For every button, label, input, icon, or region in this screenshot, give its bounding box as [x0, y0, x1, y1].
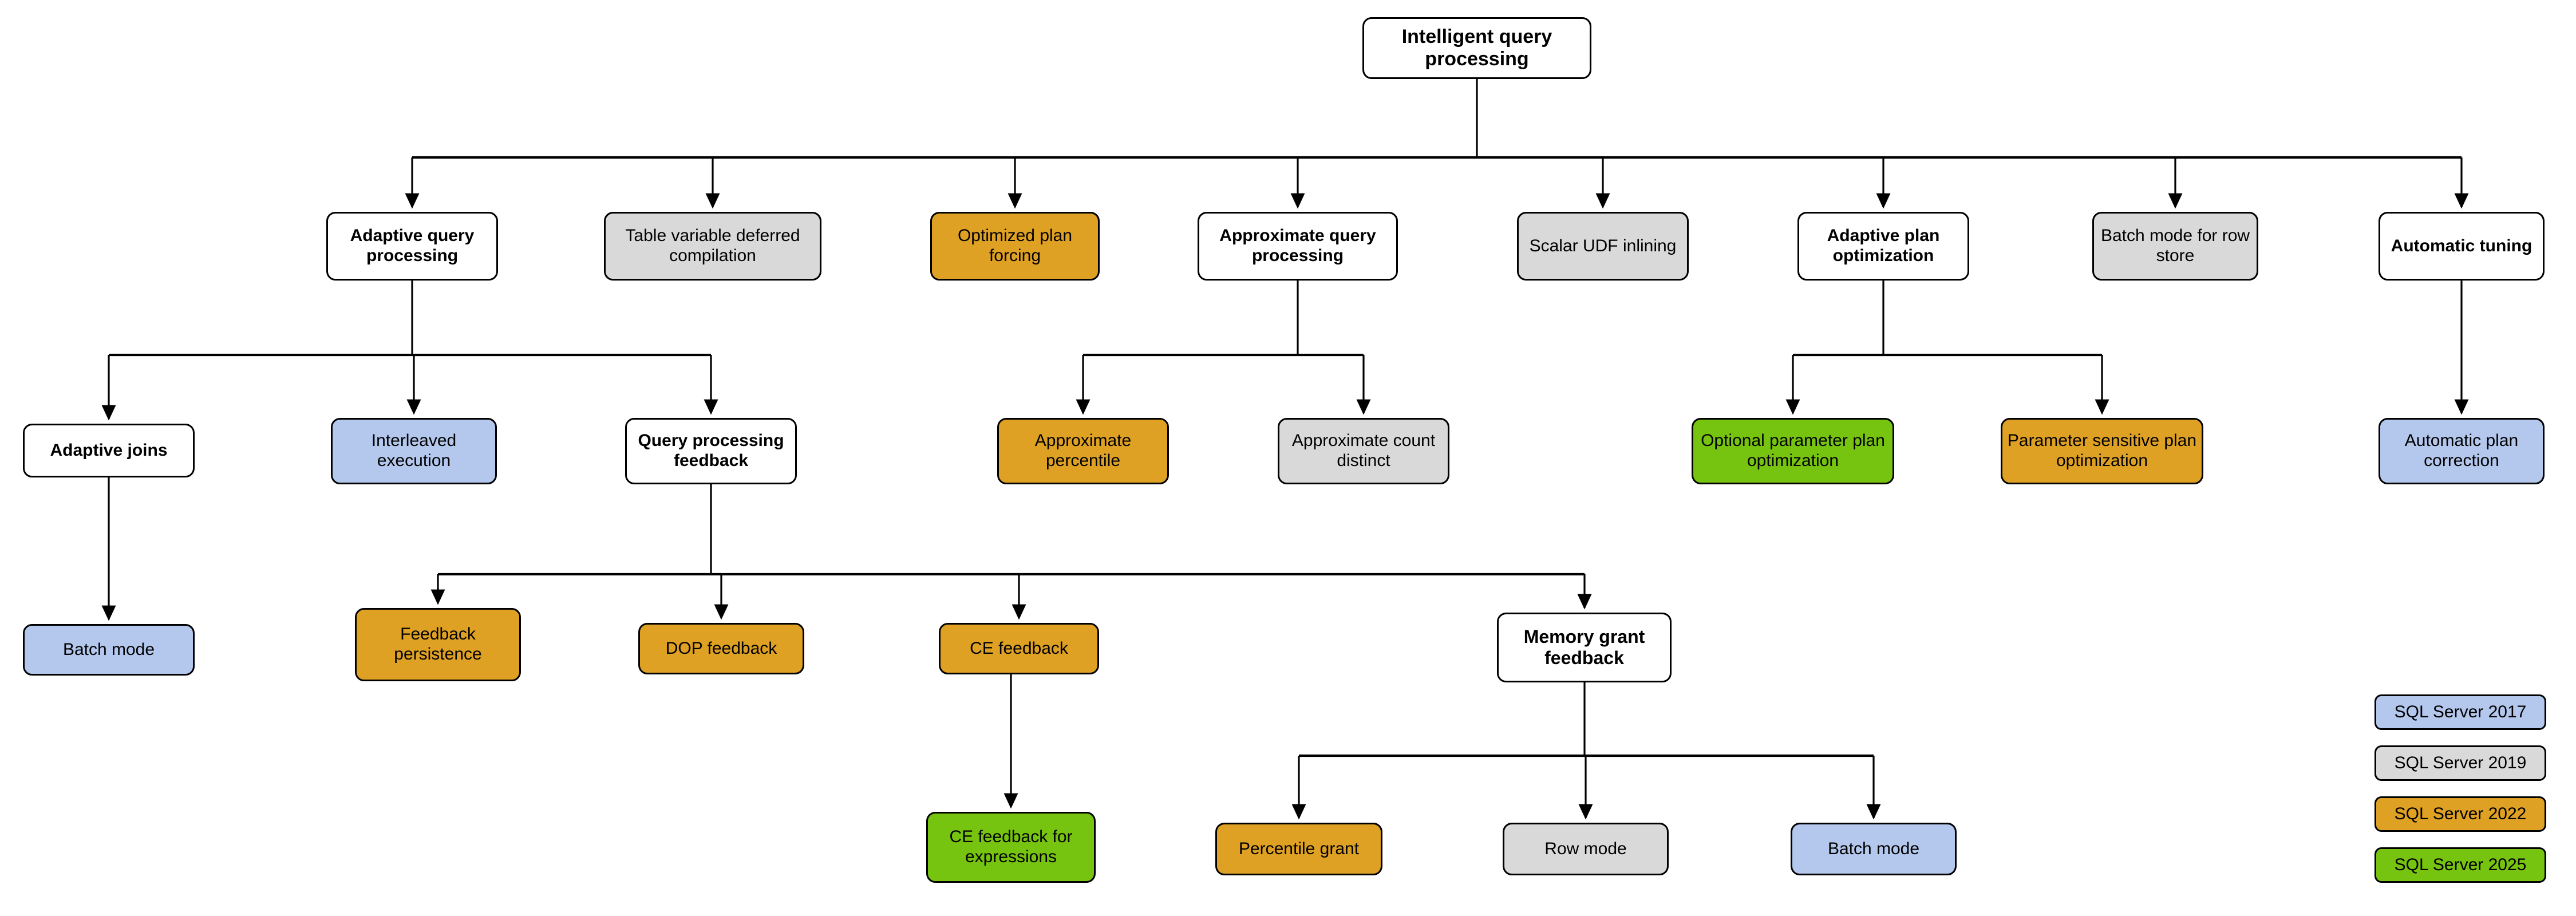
node-label: Table variable deferred compilation: [625, 226, 800, 265]
node-label: Adaptive query processing: [350, 226, 475, 265]
node-mgf[interactable]: Memory grant feedback: [1497, 613, 1672, 682]
node-label: Adaptive joins: [50, 440, 168, 460]
node-apc[interactable]: Automatic plan correction: [2379, 418, 2545, 484]
node-label: Memory grant feedback: [1523, 626, 1645, 668]
node-cefbx[interactable]: CE feedback for expressions: [926, 812, 1096, 883]
node-aqp[interactable]: Adaptive query processing: [326, 212, 498, 281]
node-ajoins[interactable]: Adaptive joins: [23, 424, 195, 477]
node-opf[interactable]: Optimized plan forcing: [930, 212, 1100, 281]
node-pspo[interactable]: Parameter sensitive plan optimization: [2001, 418, 2203, 484]
node-pgrant[interactable]: Percentile grant: [1215, 823, 1382, 875]
legend-label: SQL Server 2019: [2394, 753, 2527, 772]
node-oppo[interactable]: Optional parameter plan optimization: [1692, 418, 1894, 484]
node-bmode1[interactable]: Batch mode: [23, 624, 195, 676]
node-acd[interactable]: Approximate count distinct: [1278, 418, 1449, 484]
node-sudf[interactable]: Scalar UDF inlining: [1517, 212, 1689, 281]
node-ilex[interactable]: Interleaved execution: [331, 418, 497, 484]
node-approx[interactable]: Approximate query processing: [1198, 212, 1398, 281]
node-tvdc[interactable]: Table variable deferred compilation: [604, 212, 821, 281]
node-label: Percentile grant: [1238, 839, 1360, 858]
node-label: Approximate count distinct: [1291, 431, 1436, 470]
node-apct[interactable]: Approximate percentile: [997, 418, 1169, 484]
node-cefb[interactable]: CE feedback: [939, 623, 1099, 674]
node-label: Feedback persistence: [394, 625, 482, 664]
legend-label: SQL Server 2025: [2394, 855, 2527, 874]
node-label: CE feedback: [970, 638, 1068, 658]
node-bmrs[interactable]: Batch mode for row store: [2092, 212, 2258, 281]
legend-label: SQL Server 2022: [2394, 804, 2527, 823]
node-label: Intelligent query processing: [1401, 25, 1552, 70]
node-label: Batch mode: [62, 639, 155, 659]
node-autotune[interactable]: Automatic tuning: [2379, 212, 2545, 281]
node-label: Adaptive plan optimization: [1827, 226, 1940, 265]
node-label: Parameter sensitive plan optimization: [2007, 431, 2197, 470]
node-label: Optional parameter plan optimization: [1701, 431, 1885, 470]
node-label: Row mode: [1544, 839, 1627, 858]
node-dopfb[interactable]: DOP feedback: [638, 623, 804, 674]
node-bmode2[interactable]: Batch mode: [1791, 823, 1957, 875]
node-label: Batch mode for row store: [2100, 226, 2250, 265]
node-label: Automatic tuning: [2391, 236, 2532, 255]
node-rowmode[interactable]: Row mode: [1503, 823, 1669, 875]
node-label: Approximate percentile: [1034, 431, 1132, 470]
node-label: Optimized plan forcing: [957, 226, 1073, 265]
node-label: Automatic plan correction: [2404, 431, 2519, 470]
node-root[interactable]: Intelligent query processing: [1362, 17, 1591, 79]
node-fbpers[interactable]: Feedback persistence: [355, 608, 521, 681]
node-apo[interactable]: Adaptive plan optimization: [1797, 212, 1969, 281]
legend-label: SQL Server 2017: [2394, 702, 2527, 721]
node-label: DOP feedback: [665, 638, 777, 658]
node-label: Scalar UDF inlining: [1529, 236, 1677, 255]
node-qpf[interactable]: Query processing feedback: [625, 418, 797, 484]
legend-item-sql-server-2019: SQL Server 2019: [2374, 745, 2546, 781]
legend-item-sql-server-2022: SQL Server 2022: [2374, 796, 2546, 832]
legend-item-sql-server-2025: SQL Server 2025: [2374, 847, 2546, 883]
node-label: CE feedback for expressions: [949, 827, 1073, 866]
node-label: Interleaved execution: [371, 431, 457, 470]
legend-item-sql-server-2017: SQL Server 2017: [2374, 694, 2546, 730]
node-label: Approximate query processing: [1219, 226, 1376, 265]
node-label: Query processing feedback: [638, 431, 784, 470]
node-label: Batch mode: [1827, 839, 1920, 858]
